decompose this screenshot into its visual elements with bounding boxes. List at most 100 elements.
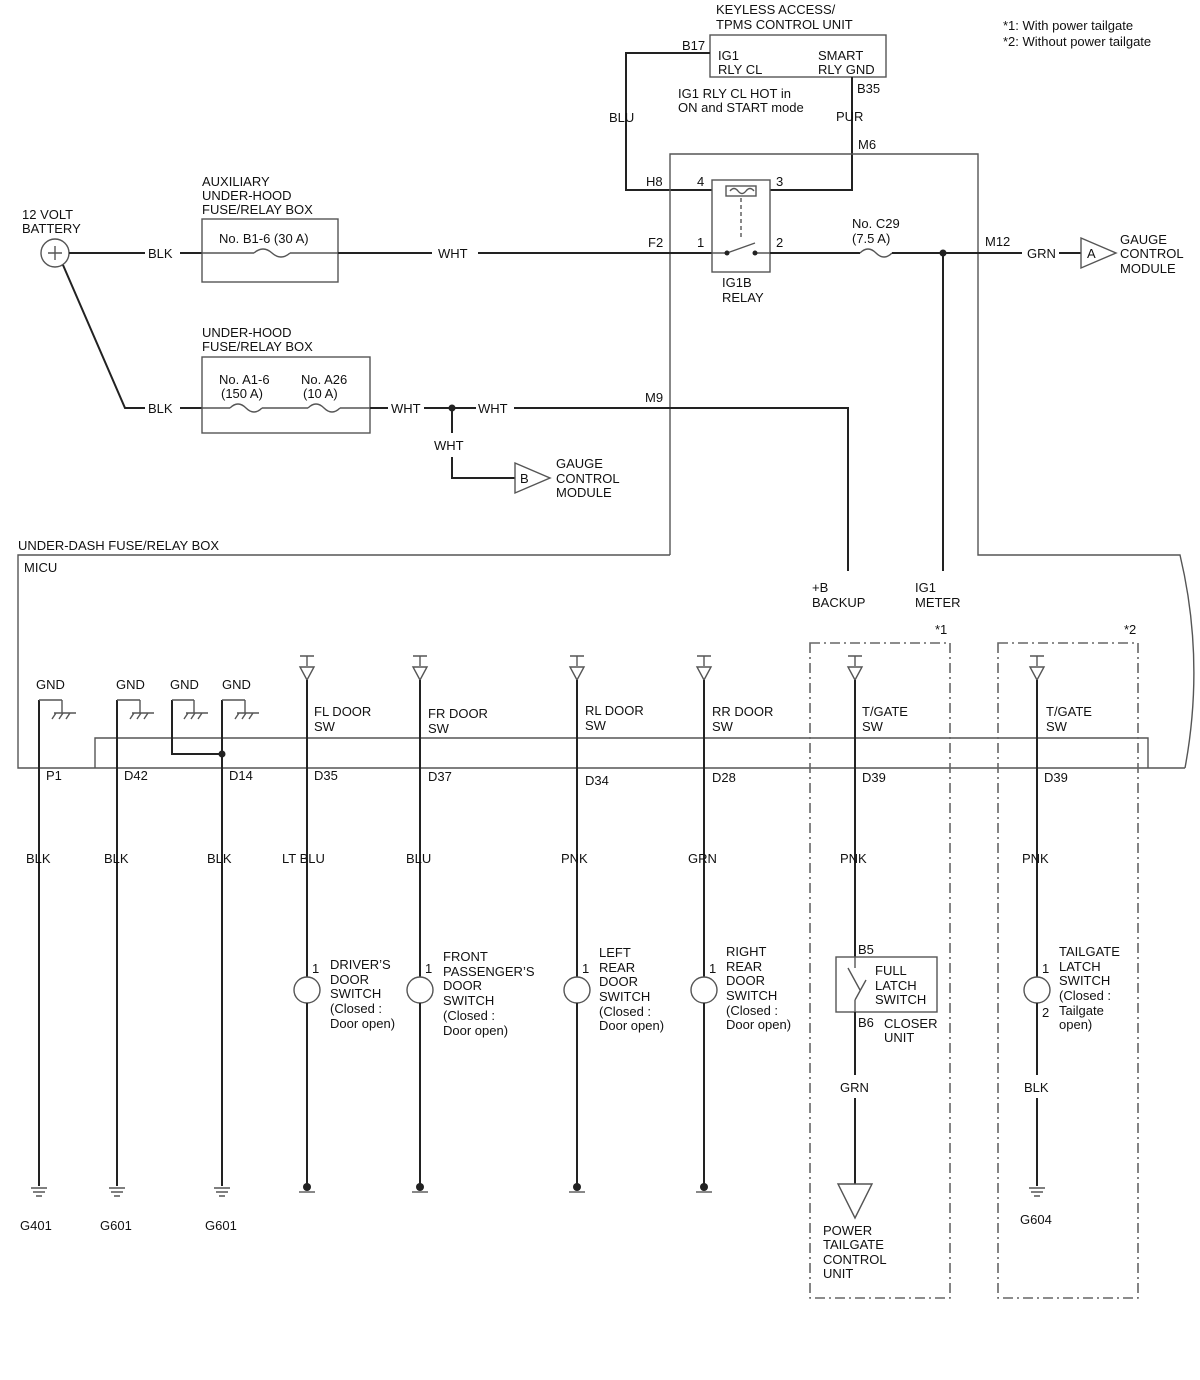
keyless-smart: SMART (818, 48, 863, 63)
keyless-ig1: IG1 (718, 48, 739, 63)
fuse-b1-6-label: No. B1-6 (30 A) (219, 231, 309, 246)
switch-label-2: SW (712, 719, 734, 734)
desc-line: Door open) (330, 1016, 395, 1031)
switch-label-1: FL DOOR (314, 704, 371, 719)
gnd-label: GND (222, 677, 251, 692)
micu-inner-strip (94, 737, 1149, 768)
ig1-meter-label-2: METER (915, 595, 961, 610)
pin-1: 1 (582, 961, 589, 976)
pin-p1: P1 (46, 768, 62, 783)
diode-icon (1028, 655, 1046, 682)
relay-name-2: RELAY (722, 290, 764, 305)
desc-line: DOOR (726, 973, 765, 988)
chassis-ground-icon (172, 699, 208, 720)
gnd-3: GND GND D14 BLK G601 (170, 677, 259, 1233)
relay-name-1: IG1B (722, 275, 752, 290)
option-mark-1: *1 (935, 622, 947, 637)
pin-b6: B6 (858, 1015, 874, 1030)
backup-label-2: BACKUP (812, 595, 865, 610)
full-latch-2: LATCH (875, 978, 917, 993)
under-hood-box: UNDER-HOOD FUSE/RELAY BOX No. A1-6 (150 … (201, 325, 371, 434)
fuse-a26-rating: (10 A) (303, 386, 338, 401)
gauge-b-label-3: MODULE (556, 485, 612, 500)
keyless-title-1: KEYLESS ACCESS/ (716, 2, 836, 17)
wire-wht-backup (514, 407, 849, 571)
desc-line: Door open) (443, 1023, 508, 1038)
wire-label-wht-1: WHT (391, 401, 421, 416)
desc-line: (Closed : (330, 1001, 382, 1016)
ground-icon (214, 1187, 230, 1197)
pin-d14: D14 (229, 768, 253, 783)
gnd-label: GND (36, 677, 65, 692)
gnd-1: GND P1 BLK G401 (20, 677, 76, 1233)
wire-label: PNK (840, 851, 867, 866)
wire-label-blk-1: BLK (148, 246, 173, 261)
latch-switch-icon (847, 957, 867, 1012)
gnd-label: GND (170, 677, 199, 692)
relay-pin-4: 4 (697, 174, 704, 189)
chassis-ground-icon (222, 699, 259, 720)
switch-label-2: SW (862, 719, 884, 734)
desc-line: REAR (599, 960, 635, 975)
ground-icon (31, 1187, 47, 1197)
diode-icon (411, 655, 429, 682)
desc-line: DRIVER’S (330, 957, 391, 972)
wire-label-blk-p1: BLK (26, 851, 51, 866)
desc-line: DOOR (599, 974, 638, 989)
micu-label: MICU (24, 560, 57, 575)
ptcu-3: CONTROL (823, 1252, 887, 1267)
keyless-rlycl: RLY CL (718, 62, 762, 77)
ground-g601-b: G601 (205, 1218, 237, 1233)
door-switch-rl: RL DOOR SW D34 PNK 1 LEFT REAR DOOR SWIT… (561, 655, 664, 1193)
keyless-hot-2: ON and START mode (678, 100, 804, 115)
body-ground-icon (303, 1183, 311, 1191)
wire-label-pur: PUR (836, 109, 863, 124)
body-ground-icon (573, 1183, 581, 1191)
option-mark-2: *2 (1124, 622, 1136, 637)
gnd-label: GND (116, 677, 145, 692)
desc-line: SWITCH (1059, 973, 1110, 988)
wire-wht-gauge (451, 457, 515, 479)
wire-label: PNK (1022, 851, 1049, 866)
fuse-a26-icon (307, 403, 341, 413)
micu-enclosure-top (669, 153, 1195, 769)
relay-pin-1: 1 (697, 235, 704, 250)
pin-d34: D34 (585, 773, 609, 788)
keyless-title-2: TPMS CONTROL UNIT (716, 17, 853, 32)
body-ground-icon (700, 1183, 708, 1191)
wire-label: LT BLU (282, 851, 325, 866)
battery: 12 VOLT BATTERY (22, 207, 81, 268)
switch-label-2: SW (1046, 719, 1068, 734)
desc-line: DOOR (443, 978, 482, 993)
desc-line: (Closed : (443, 1008, 495, 1023)
door-switch-icon (690, 976, 718, 1004)
chassis-ground-icon (39, 699, 76, 720)
diode-icon (846, 655, 864, 682)
door-switch-fl: FL DOOR SW D35 LT BLU 1 DRIVER’S DOOR SW… (282, 655, 395, 1193)
desc-line: open) (1059, 1017, 1092, 1032)
pin-m9: M9 (645, 390, 663, 405)
battery-label-1: 12 VOLT (22, 207, 73, 222)
ptcu-4: UNIT (823, 1266, 853, 1281)
desc-line: (Closed : (726, 1003, 778, 1018)
desc-line: SWITCH (443, 993, 494, 1008)
closer-unit-2: UNIT (884, 1030, 914, 1045)
tailgate-manual: T/GATE SW D39 PNK 1 2 TAILGATE LATCH SWI… (1020, 655, 1120, 1227)
desc-line: (Closed : (599, 1004, 651, 1019)
pin-f2: F2 (648, 235, 663, 250)
wire-label-blk-d42: BLK (104, 851, 129, 866)
pin-d39: D39 (862, 770, 886, 785)
fuse-c29-label-2: (7.5 A) (852, 231, 890, 246)
ground-g601-a: G601 (100, 1218, 132, 1233)
gnd-wire-3a (171, 700, 222, 755)
fuse-c29-label-1: No. C29 (852, 216, 900, 231)
relay-pin-2: 2 (776, 235, 783, 250)
door-switch-icon (406, 976, 434, 1004)
aux-box-frame (201, 218, 339, 283)
wire-blu-relay-coil (625, 52, 712, 191)
connector-b-arrow-icon (514, 461, 552, 495)
uh-box-label-1: UNDER-HOOD (202, 325, 292, 340)
pin-b5: B5 (858, 942, 874, 957)
desc-line: RIGHT (726, 944, 767, 959)
full-latch-box (835, 956, 938, 1013)
